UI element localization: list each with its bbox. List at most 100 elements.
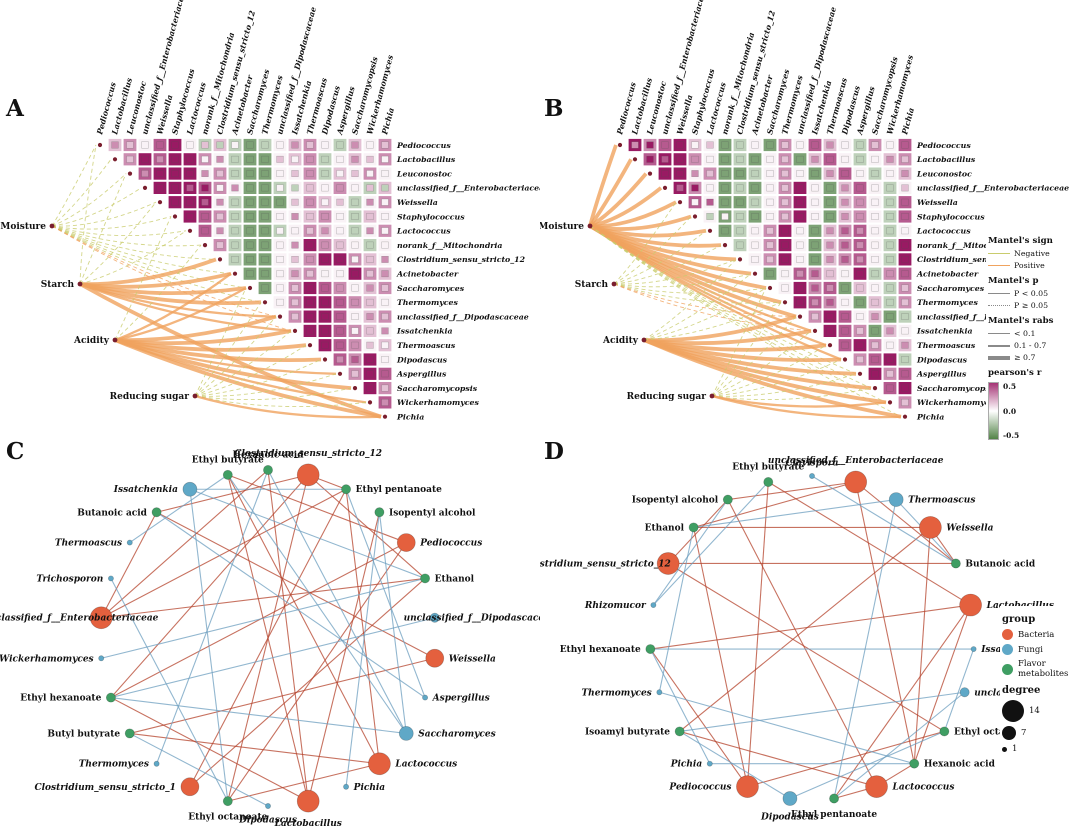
corr-cell-inner — [706, 155, 714, 163]
corr-cell-inner — [676, 170, 684, 177]
corr-cell-inner — [781, 284, 789, 292]
mantel-edge — [194, 316, 277, 397]
corr-cell-inner — [366, 356, 374, 363]
node-label: Lactobacillus — [274, 819, 342, 829]
node-label: Ethyl hexanoate — [20, 694, 101, 704]
corr-cell-inner — [886, 384, 894, 392]
mantel-edge — [194, 344, 307, 397]
corr-cell-inner — [336, 227, 344, 235]
env-dot — [641, 337, 647, 343]
corr-cell-inner — [751, 141, 759, 149]
node-label: Aspergillus — [432, 694, 490, 704]
network-node — [222, 796, 233, 807]
corr-cell-inner — [261, 141, 269, 149]
node-label: Saccharomyces — [418, 729, 495, 739]
row-label: Leuconostoc — [396, 169, 452, 178]
corr-cell-inner — [381, 399, 389, 406]
corr-cell-inner — [781, 256, 789, 263]
legend-group-flavor: Flavor metabolites — [1002, 659, 1078, 679]
row-label: Staphylococcus — [917, 212, 985, 221]
corr-cell-inner — [171, 141, 179, 149]
bacteria-dot-icon — [1002, 629, 1013, 640]
network-node — [180, 777, 200, 797]
network-edge — [833, 691, 965, 799]
node-label: Hexanoic acid — [924, 760, 996, 770]
mantel-r-item: 0.1 - 0.7 — [988, 341, 1078, 350]
pearson-r-title: pearson's r — [988, 368, 1042, 378]
corr-cell-inner — [381, 256, 389, 263]
corr-cell-inner — [336, 356, 344, 363]
corr-cell-inner — [351, 213, 359, 220]
mantel-edge — [643, 301, 782, 341]
taxon-diagonal-dot — [887, 400, 893, 405]
row-label: Saccharomyces — [917, 284, 985, 293]
node-label: Ethanol — [435, 574, 475, 584]
taxon-diagonal-dot — [217, 257, 223, 262]
network-node — [763, 477, 774, 487]
mantel-p-item: P ≥ 0.05 — [988, 301, 1078, 310]
corr-cell-inner — [781, 184, 789, 192]
node-label: Hexanoic acid — [232, 450, 304, 460]
corr-cell-inner — [886, 370, 894, 378]
network-node — [829, 793, 840, 804]
corr-cell-inner — [321, 341, 329, 349]
corr-cell-inner — [306, 227, 314, 235]
corr-cell-inner — [781, 170, 789, 177]
mantel-edge — [51, 225, 187, 237]
pearson-colorbar: 0.5 0.0 -0.5 — [988, 382, 1078, 440]
corr-cell-inner — [781, 213, 789, 220]
corr-cell-inner — [736, 227, 744, 235]
node-label: Ethyl pentanoate — [791, 810, 877, 820]
row-label: unclassified_f__Enterobacteriaceae — [397, 184, 540, 193]
corr-cell-inner — [796, 256, 804, 263]
corr-cell-inner — [351, 227, 359, 235]
corr-cell-inner — [691, 155, 699, 163]
corr-cell-inner — [381, 198, 389, 206]
row-label: Thermoascus — [917, 341, 976, 350]
node-label: unclassified_f__Enterobacteriaceae — [0, 614, 159, 624]
network-edge — [100, 488, 347, 619]
corr-cell-inner — [351, 356, 359, 363]
corr-cell-inner — [321, 141, 329, 149]
mantel-edge — [79, 201, 157, 285]
row-label: Dipodascus — [916, 355, 968, 364]
corr-cell-inner — [321, 213, 329, 220]
network-node — [706, 760, 713, 767]
network-edge — [129, 732, 380, 765]
network-node — [341, 484, 352, 495]
corr-cell-inner — [871, 270, 879, 278]
corr-cell-inner — [381, 227, 389, 235]
mantel-edge — [613, 201, 677, 285]
network-edge — [345, 512, 380, 787]
corr-cell-inner — [321, 298, 329, 306]
pearson-tick-high: 0.5 — [1003, 382, 1017, 391]
node-label: Clavispora — [786, 458, 839, 468]
corr-cell-inner — [841, 327, 849, 335]
corr-cell-inner — [781, 227, 789, 235]
corr-cell-inner — [231, 184, 239, 192]
corr-cell-inner — [826, 198, 834, 206]
corr-cell-inner — [261, 270, 269, 278]
corr-cell-inner — [826, 227, 834, 235]
corr-cell-inner — [381, 284, 389, 292]
corr-cell-inner — [901, 198, 909, 206]
row-label: Pediococcus — [916, 141, 971, 150]
network-edge — [811, 475, 957, 564]
corr-cell-inner — [261, 256, 269, 263]
corr-cell-inner — [156, 141, 164, 149]
degree-dot-icon — [1002, 726, 1016, 740]
corr-cell-inner — [871, 184, 879, 192]
network-node — [420, 573, 431, 584]
corr-cell-inner — [736, 184, 744, 192]
corr-cell-inner — [871, 155, 879, 163]
row-label: Leuconostoc — [916, 169, 972, 178]
corr-cell-inner — [886, 213, 894, 220]
corr-cell-inner — [366, 341, 374, 349]
node-label: unclassified_f__Dipodascaceae — [404, 614, 540, 624]
corr-cell-inner — [766, 184, 774, 192]
corr-cell-inner — [781, 141, 789, 149]
network-node — [368, 752, 391, 776]
degree-dot-icon — [1002, 746, 1007, 752]
network-node — [656, 689, 663, 696]
mantel-r-item: < 0.1 — [988, 329, 1078, 338]
